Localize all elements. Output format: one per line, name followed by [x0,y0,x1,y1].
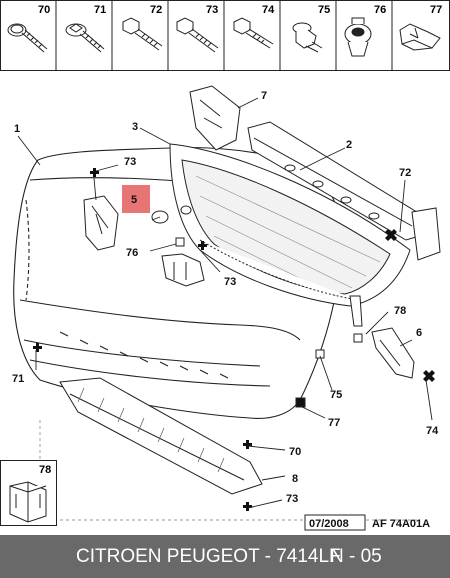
callout-7: 7 [261,90,267,102]
cover-bracket-left [83,195,119,251]
plus-markers [33,168,435,511]
spring-nut-icon [399,23,441,51]
clip-78-icon [9,481,47,523]
grille-drop-tab [349,295,363,327]
screw-hex-icon [233,17,274,49]
callout-75: 75 [330,389,342,401]
callout-5: 5 [131,194,137,206]
reference-code: AF 74A01A [372,518,430,530]
callout-74: 74 [426,425,439,437]
footer-page: N - 05 [330,546,382,567]
fastener-number-74: 74 [262,4,275,16]
callout-78: 78 [394,305,406,317]
fastener-number-77: 77 [430,4,442,16]
callout-73-bottom: 73 [286,493,298,505]
upper-bracket [189,85,241,151]
fastener-number-76: 76 [374,4,386,16]
callout-76: 76 [126,247,138,259]
callout-2: 2 [346,139,352,151]
bolt-hex-icon [122,17,163,51]
date-code: 07/2008 [309,518,349,530]
fastener-number-75: 75 [318,4,330,16]
side-bracket [371,327,415,379]
callout-72: 72 [399,167,411,179]
reinforcement-beam [247,121,441,261]
callout-6: 6 [416,327,422,339]
screw-washer-icon [7,23,48,53]
cover-bracket-center [161,253,205,287]
bolt-hex-long-icon [176,17,219,53]
callout-70: 70 [289,446,301,458]
inset-box-78: 78 [0,460,57,526]
footer-bar: CITROEN PEUGEOT - 7414LF N - 05 [0,535,450,578]
push-clip-icon [344,17,372,57]
upper-grille [169,143,411,307]
fastener-number-70: 70 [38,4,50,16]
leader-lines [17,97,433,521]
callout-3: 3 [132,121,138,133]
fastener-number-73: 73 [206,4,218,16]
fastener-number-71: 71 [94,4,106,16]
screw-flange-icon [65,23,105,53]
marker-squares [175,237,363,408]
callout-73-mid: 73 [224,276,236,288]
callout-77: 77 [328,417,340,429]
callout-1: 1 [14,123,20,135]
callout-8: 8 [292,473,298,485]
plastic-rivet-icon [292,22,323,53]
highlight-box [122,185,150,213]
callout-71: 71 [12,373,24,385]
fastener-number-72: 72 [150,4,162,16]
footer-brand: CITROEN PEUGEOT - 7414LF [76,546,341,567]
callout-73-top: 73 [124,156,136,168]
inset-number: 78 [39,464,51,476]
reference-block: 07/2008 AF 74A01A [304,514,430,531]
parts-diagram: 70 71 72 73 74 75 76 77 [0,0,450,531]
lower-absorber [59,377,263,495]
